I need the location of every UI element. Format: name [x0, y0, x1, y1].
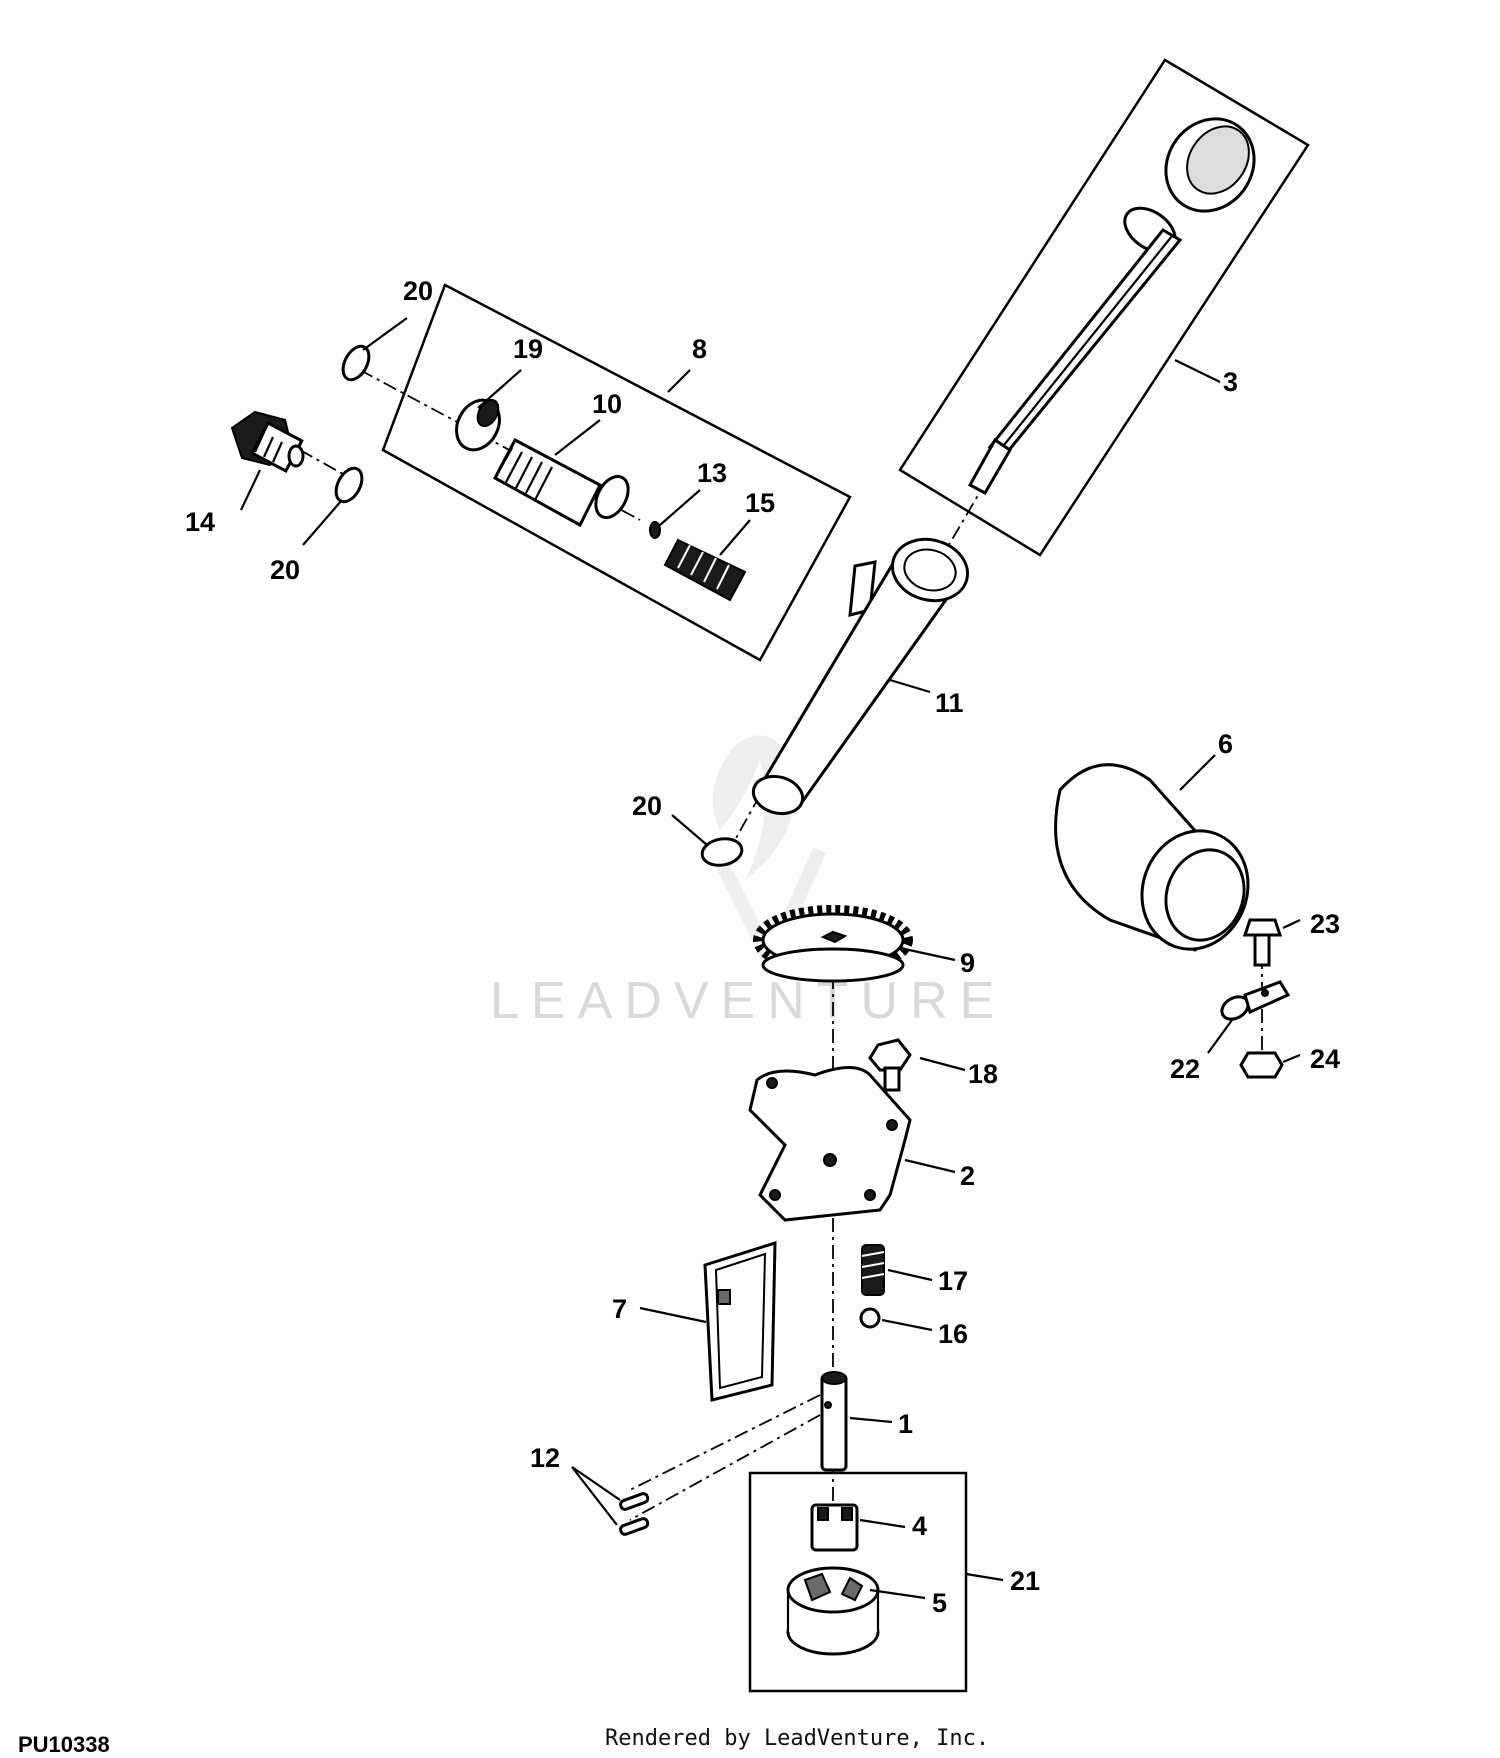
spring-17-part-icon [861, 1244, 885, 1296]
callout-3: 3 [1223, 367, 1238, 397]
callout-24: 24 [1310, 1044, 1340, 1074]
callout-6: 6 [1218, 729, 1233, 759]
inner-rotor-part-icon [810, 1503, 859, 1552]
leader-lines [240, 317, 1301, 1600]
callout-7: 7 [612, 1294, 627, 1324]
plug-part-icon [230, 410, 305, 473]
watermark-text: LEADVENTURE [490, 972, 1006, 1030]
callout-16: 16 [938, 1319, 968, 1349]
pins-12-part-icon [619, 1492, 650, 1536]
drawing-code: PU10338 [18, 1732, 110, 1757]
dipstick-part-icon [967, 117, 1256, 496]
callout-11: 11 [935, 688, 964, 718]
o-ring-20-bottom-icon [700, 837, 744, 867]
shaft-part-icon [820, 1371, 848, 1472]
o-ring-20-top-icon [341, 344, 371, 382]
group-3-frame [898, 58, 1310, 557]
axis-line-pin-a [629, 1394, 821, 1491]
callout-18: 18 [968, 1059, 998, 1089]
render-credit: Rendered by LeadVenture, Inc. [605, 1726, 990, 1751]
callout-4: 4 [912, 1511, 927, 1541]
callout-5: 5 [932, 1588, 947, 1618]
oil-filter-part-icon [1054, 763, 1250, 952]
o-ring-20-left-icon [334, 466, 364, 504]
callout-13: 13 [697, 458, 727, 488]
valve-cap-part-icon [455, 398, 501, 452]
callout-8: 8 [692, 334, 707, 364]
callout-20-left: 20 [270, 555, 300, 585]
gasket-part-icon [703, 1240, 777, 1402]
valve-body-part-icon [492, 437, 630, 528]
spring-15-part-icon [663, 538, 747, 602]
callout-17: 17 [938, 1266, 968, 1296]
axis-line-plug [299, 449, 351, 479]
callout-12: 12 [530, 1443, 560, 1473]
bolt-23-part-icon [1242, 918, 1283, 967]
bolt-18-part-icon [868, 1038, 912, 1092]
callout-10: 10 [592, 389, 622, 419]
axis-line-dipstick [939, 479, 988, 561]
callout-20-bottom: 20 [632, 791, 662, 821]
nut-24-part-icon [1239, 1051, 1284, 1079]
ball-16-icon [859, 1307, 881, 1329]
gear-part-icon [753, 905, 913, 983]
callout-14: 14 [185, 507, 215, 537]
axis-line-pin-b [629, 1414, 821, 1521]
callout-2: 2 [960, 1161, 975, 1191]
group-8-frame [381, 283, 852, 662]
group-21-frame [748, 1471, 968, 1693]
dipstick-tube-part-icon [751, 537, 970, 816]
snap-ring-13-icon [649, 521, 661, 539]
callout-1: 1 [898, 1409, 913, 1439]
callout-19: 19 [513, 334, 543, 364]
callout-23: 23 [1310, 909, 1340, 939]
callout-21: 21 [1010, 1566, 1040, 1596]
callout-20-top: 20 [403, 276, 433, 306]
callout-22: 22 [1170, 1054, 1200, 1084]
callout-15: 15 [745, 488, 775, 518]
outer-rotor-part-icon [786, 1566, 880, 1656]
clamp-22-part-icon [1220, 980, 1291, 1021]
pump-cover-part-icon [748, 1066, 912, 1222]
callout-9: 9 [960, 948, 975, 978]
